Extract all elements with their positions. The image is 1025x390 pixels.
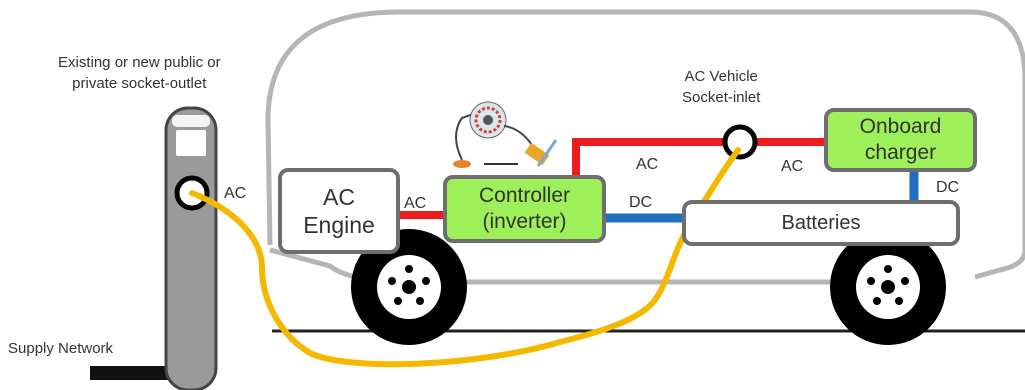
ac-outlet-label: AC [224, 185, 247, 202]
onboard-charger-label: Onboard charger [859, 115, 942, 164]
ac-controller-inlet-label: AC [636, 156, 659, 173]
onboard-charger-box: Onboard charger [824, 108, 977, 172]
socket-outlet-label: Existing or new public or private socket… [58, 54, 221, 92]
ac-engine-label: AC Engine [303, 184, 375, 238]
ac-link-controller-inlet [572, 138, 738, 178]
supply-network-label: Supply Network [8, 340, 114, 357]
batteries-box: Batteries [682, 200, 960, 246]
dc-charger-batteries-label: DC [936, 179, 960, 196]
ac-engine-box: AC Engine [278, 168, 400, 254]
ac-inlet-charger-label: AC [781, 158, 804, 175]
vehicle-socket-inlet [722, 124, 758, 160]
dc-controller-batteries-label: DC [629, 194, 653, 211]
dashboard-illustration [453, 101, 558, 168]
batteries-label: Batteries [781, 211, 861, 234]
charging-post [164, 106, 218, 390]
ac-engine-link-label: AC [404, 195, 427, 212]
rear-wheel [830, 229, 946, 345]
front-wheel [351, 229, 467, 345]
controller-label: Controller (inverter) [478, 184, 571, 233]
supply-cable [90, 366, 176, 380]
vehicle-inlet-label: AC Vehicle Socket-inlet [682, 68, 761, 106]
controller-box: Controller (inverter) [443, 175, 606, 243]
